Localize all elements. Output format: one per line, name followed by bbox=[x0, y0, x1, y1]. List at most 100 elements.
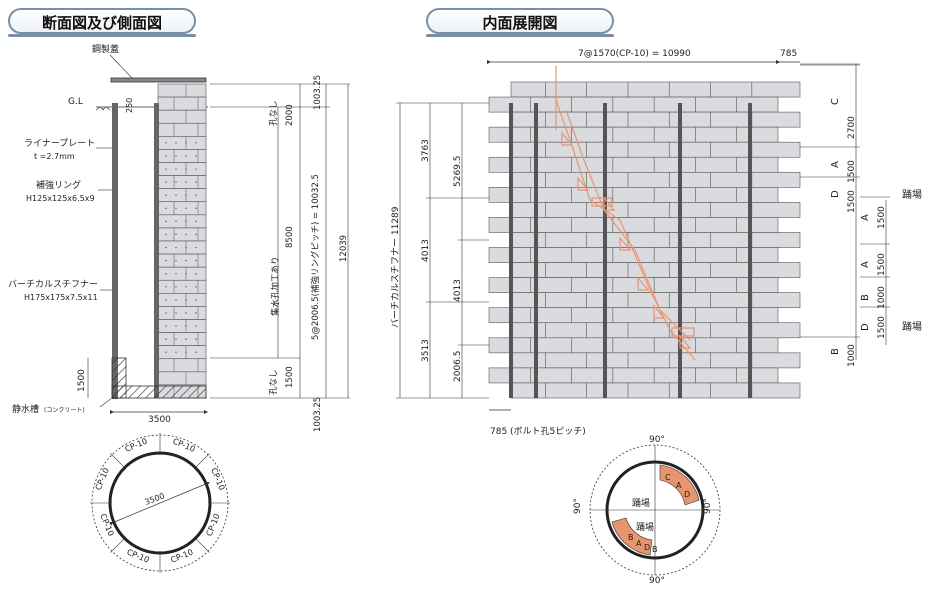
perforation-dot bbox=[165, 259, 167, 262]
perforation-dot bbox=[185, 259, 187, 262]
perforation-dot bbox=[175, 207, 177, 209]
far-right-value: 1000 bbox=[877, 286, 887, 309]
section-view: 鋼製蓋 G.L 250 ライナープレート t =2.7mm 補強リング H125… bbox=[8, 43, 350, 432]
dim-1003-top: 1003.25 bbox=[313, 75, 323, 110]
right-label-value: 1000 bbox=[847, 344, 857, 367]
side-panel-row bbox=[157, 253, 207, 268]
arc-letter: D bbox=[644, 543, 650, 552]
gl-label: G.L bbox=[68, 97, 83, 107]
perforation-dot bbox=[195, 168, 197, 170]
perforation-dot bbox=[195, 351, 197, 353]
bottom-dim: 785 (ボルト孔5ピッチ) bbox=[490, 426, 586, 437]
top-right-dim: 785 bbox=[780, 49, 797, 59]
perforation-val: 8500 bbox=[285, 226, 295, 248]
side-panel-row bbox=[157, 162, 207, 176]
perforation-dot bbox=[185, 207, 187, 209]
dev-panel-row bbox=[488, 247, 779, 263]
landing-upper-plan: 踊場 bbox=[632, 497, 650, 509]
perforation-dot bbox=[165, 220, 167, 223]
perforation-dot bbox=[195, 194, 197, 196]
side-panel-row bbox=[157, 188, 207, 203]
side-panel-row bbox=[157, 136, 207, 150]
dev-panel-row bbox=[488, 307, 779, 324]
perforation-dot bbox=[175, 259, 177, 262]
perforation-dot bbox=[175, 299, 177, 301]
side-panel-row bbox=[157, 122, 207, 137]
right-label-letter: D bbox=[830, 190, 841, 198]
dev-panel-row bbox=[488, 337, 779, 354]
right-label-letter: A bbox=[830, 161, 841, 168]
dim-1003-bottom: 1003.25 bbox=[313, 397, 323, 432]
arc-letter: D bbox=[684, 490, 690, 499]
section-title: 断面図及び側面図 bbox=[41, 14, 162, 32]
ladder-step bbox=[653, 304, 666, 319]
side-panel-row bbox=[157, 214, 207, 229]
perforation-dot bbox=[195, 220, 197, 223]
dev-panel-row bbox=[488, 126, 779, 143]
perforation-dot bbox=[195, 207, 197, 209]
landing-platform bbox=[591, 197, 613, 207]
perforation-dot bbox=[175, 142, 177, 144]
far-right-value: 1500 bbox=[877, 206, 887, 229]
perforation-dot bbox=[175, 246, 177, 249]
steel-lid-label: 鋼製蓋 bbox=[92, 43, 119, 55]
angle-label: 90° bbox=[573, 498, 583, 514]
perforation-dot bbox=[185, 233, 187, 236]
side-panel-row bbox=[157, 109, 207, 124]
perforation-dot bbox=[185, 155, 187, 157]
stiffener-size-label: H175x175x7.5x11 bbox=[24, 293, 98, 302]
cp-label: CP-10 bbox=[209, 467, 226, 492]
perforation-dot bbox=[185, 325, 187, 327]
side-panel-row bbox=[157, 371, 207, 386]
dev-panel-row bbox=[488, 187, 779, 203]
dev-panel-row bbox=[488, 96, 779, 113]
perforation-dot bbox=[165, 325, 167, 327]
right-label-letter: C bbox=[830, 98, 841, 105]
angle-label: 90° bbox=[649, 435, 665, 445]
cp-divider bbox=[110, 453, 127, 470]
perforation-dot bbox=[175, 155, 177, 157]
side-panel-row bbox=[157, 358, 207, 373]
far-right-letter: B bbox=[860, 294, 871, 301]
dev-panel-row bbox=[510, 262, 801, 278]
far-right-letter: A bbox=[860, 261, 871, 268]
perforation-dot bbox=[175, 286, 177, 288]
side-panel-grid bbox=[154, 83, 207, 399]
perforation-dot bbox=[165, 233, 167, 236]
dev-panel-row bbox=[488, 367, 779, 384]
perforation-dot bbox=[165, 207, 167, 209]
right-label-value: 1500 bbox=[847, 160, 857, 183]
perforation-dot bbox=[165, 168, 167, 170]
perforation-dot bbox=[195, 155, 197, 157]
landing-lower-plan: 踊場 bbox=[636, 521, 654, 533]
stiffener-bar bbox=[603, 103, 607, 398]
perforation-dot bbox=[165, 246, 167, 249]
cp-divider bbox=[193, 536, 210, 553]
perforation-dot bbox=[185, 338, 187, 340]
perforation-label: 集水孔加工あり bbox=[270, 256, 281, 316]
dev-panel-row bbox=[488, 156, 779, 173]
side-panel-row bbox=[157, 332, 207, 346]
perforation-dot bbox=[165, 299, 167, 301]
mid-dim: 5269.5 bbox=[453, 156, 463, 188]
no-hole-top: 孔なし bbox=[269, 100, 279, 126]
perforation-dot bbox=[175, 220, 177, 223]
perforation-dot bbox=[175, 233, 177, 236]
perforation-dot bbox=[185, 194, 187, 196]
perforation-dot bbox=[185, 312, 187, 314]
total-height-label: 12039 bbox=[339, 235, 349, 262]
side-panel-row bbox=[157, 149, 207, 163]
perforation-dot bbox=[195, 312, 197, 314]
side-panel-row bbox=[157, 83, 207, 98]
stiffener-bar bbox=[678, 103, 682, 398]
perforation-dot bbox=[185, 299, 187, 301]
no-hole-bottom-val: 1500 bbox=[285, 366, 295, 388]
ladder-step bbox=[679, 334, 692, 349]
mid-dim: 4013 bbox=[453, 279, 463, 302]
ring-size-label: H125x125x6.5x9 bbox=[26, 194, 95, 203]
ladder-step bbox=[577, 176, 590, 191]
ladder-step bbox=[561, 131, 574, 146]
dim-250: 250 bbox=[125, 98, 134, 113]
cp-label: CP-10 bbox=[124, 437, 149, 454]
